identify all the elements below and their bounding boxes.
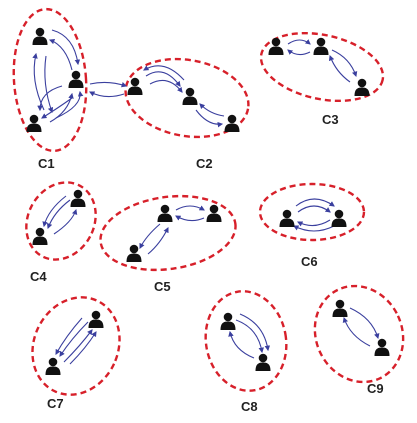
person-icon — [224, 114, 240, 132]
person-icon — [26, 114, 42, 132]
cluster-boundary-c4 — [25, 181, 97, 261]
interaction-arrow — [287, 49, 311, 56]
cluster-boundary-c8 — [204, 290, 288, 392]
interaction-arrow — [139, 223, 161, 249]
interaction-arrow — [46, 199, 71, 230]
person-icon — [68, 70, 84, 88]
interaction-arrow — [239, 313, 271, 352]
cluster-boundary-c5 — [99, 194, 237, 272]
interaction-arrow — [331, 49, 358, 78]
interaction-arrow — [51, 29, 81, 66]
person-icon — [354, 78, 370, 96]
person-icon — [45, 357, 61, 375]
interaction-arrow — [89, 91, 125, 98]
person-icon — [126, 244, 142, 262]
interaction-arrow — [145, 71, 181, 87]
interaction-arrow — [195, 109, 224, 128]
interaction-arrow — [44, 55, 54, 114]
cluster-label-c8: C8 — [241, 399, 258, 414]
person-icon — [220, 312, 236, 330]
cluster-boundary-c1 — [12, 7, 88, 153]
interaction-arrow — [49, 92, 74, 123]
person-icon — [374, 338, 390, 356]
person-icon — [32, 27, 48, 45]
interaction-arrow — [175, 215, 205, 222]
person-icon — [331, 209, 347, 227]
interaction-arrow — [297, 219, 331, 227]
interaction-arrow — [295, 198, 335, 207]
interaction-arrow — [63, 329, 93, 363]
person-icon — [268, 37, 284, 55]
interaction-arrow — [48, 38, 73, 71]
interaction-arrow — [55, 90, 84, 119]
cluster-label-c4: C4 — [30, 269, 47, 284]
interaction-arrow — [147, 227, 169, 255]
interaction-arrow — [287, 39, 311, 45]
interaction-arrow — [293, 225, 335, 232]
cluster-label-c5: C5 — [154, 279, 171, 294]
people — [26, 27, 390, 375]
interaction-arrow — [149, 79, 183, 93]
interaction-arrows — [32, 29, 380, 365]
cluster-boundary-c2 — [124, 57, 250, 139]
interaction-arrow — [199, 103, 225, 117]
person-icon — [127, 77, 143, 95]
interaction-arrow — [235, 319, 264, 354]
cluster-label-c6: C6 — [301, 254, 318, 269]
interaction-arrow — [349, 307, 380, 340]
interaction-arrow — [55, 317, 83, 355]
interaction-arrow — [297, 205, 331, 213]
person-icon — [70, 189, 86, 207]
cluster-boundary-c9 — [313, 284, 405, 384]
interaction-arrow — [41, 97, 73, 119]
person-icon — [182, 87, 198, 105]
interaction-arrow — [32, 52, 45, 111]
cluster-label-c9: C9 — [367, 381, 384, 396]
interaction-arrow — [175, 205, 205, 211]
interaction-arrow — [59, 321, 89, 357]
cluster-boundary-c3 — [259, 31, 385, 103]
person-icon — [255, 353, 271, 371]
person-icon — [332, 299, 348, 317]
cluster-boundary-c7 — [31, 296, 121, 396]
interaction-arrow — [53, 208, 78, 235]
interaction-arrow — [342, 316, 371, 347]
cluster-label-c1: C1 — [38, 156, 55, 171]
person-icon — [88, 310, 104, 328]
interaction-arrow — [42, 195, 67, 228]
interaction-arrow — [228, 330, 255, 359]
interaction-arrow — [37, 85, 63, 112]
interaction-arrow — [69, 331, 97, 365]
cluster-label-c2: C2 — [196, 156, 213, 171]
cluster-labels: C1 C2 C3 C4 C5 C6 C7 C8 C9 — [30, 112, 384, 414]
person-icon — [313, 37, 329, 55]
cluster-label-c7: C7 — [47, 396, 64, 411]
interaction-arrow — [328, 54, 351, 83]
person-icon — [157, 204, 173, 222]
cluster-boundaries — [12, 7, 405, 396]
person-icon — [279, 209, 295, 227]
interaction-arrow — [89, 81, 128, 88]
cluster-label-c3: C3 — [322, 112, 339, 127]
cluster-boundary-c6 — [258, 182, 366, 242]
interaction-arrow — [143, 65, 185, 81]
person-icon — [206, 204, 222, 222]
person-icon — [32, 227, 48, 245]
